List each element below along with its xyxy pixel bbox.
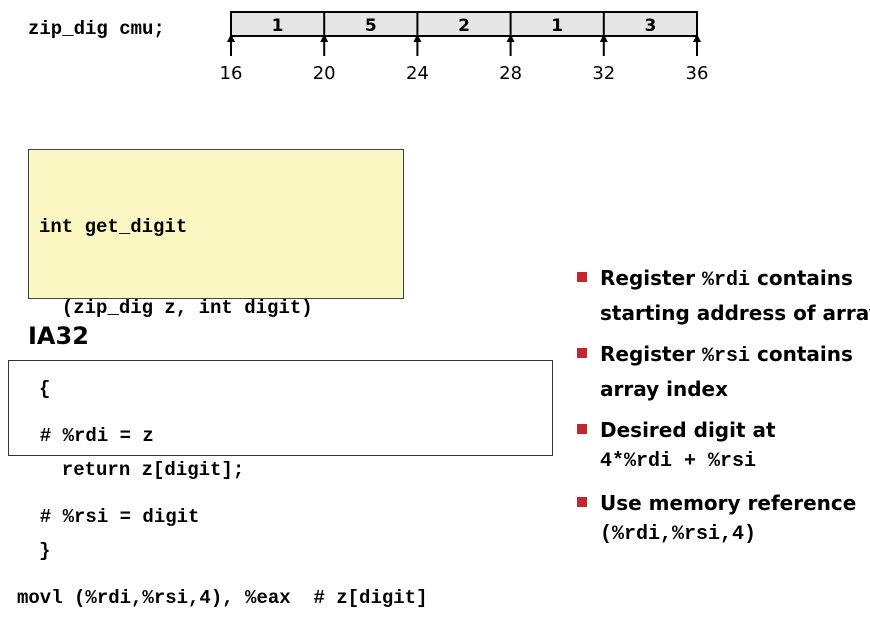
asm-line: movl (%rdi,%rsi,4), %eax # z[digit] — [17, 587, 428, 609]
bullet-list: Register %rdi contains starting address … — [570, 262, 870, 560]
address-label: 24 — [406, 63, 429, 84]
arrow-head-icon — [506, 34, 515, 42]
bullet-item: Register %rdi contains starting address … — [570, 262, 870, 329]
address-label: 32 — [592, 63, 615, 84]
code-line: int get_digit — [39, 216, 188, 238]
bullet-text: contains — [750, 342, 853, 366]
code-line: return z[digit]; — [39, 459, 245, 481]
bullet-text: Register — [600, 342, 702, 366]
bullet-square-icon — [577, 424, 587, 434]
address-label: 36 — [686, 63, 709, 84]
bullet-square-icon — [577, 497, 587, 507]
bullet-code: 4*%rdi + %rsi — [600, 450, 757, 473]
code-line: (zip_dig z, int digit) — [39, 297, 313, 319]
arrow-head-icon — [413, 34, 422, 42]
array-declaration: zip_dig cmu; — [28, 18, 165, 40]
bullet-text: Desired digit at — [600, 418, 776, 442]
c-code-box: int get_digit (zip_dig z, int digit) { r… — [28, 149, 404, 562]
bullet-text: starting address of array — [600, 301, 870, 325]
assembly-code-box: # %rdi = z # %rsi = digit movl (%rdi,%rs… — [8, 360, 553, 609]
bullet-code: %rsi — [702, 345, 751, 368]
arrow-head-icon — [227, 34, 235, 42]
bullet-square-icon — [577, 272, 587, 282]
arrow-head-icon — [599, 34, 608, 42]
asm-line: # %rsi = digit — [17, 506, 200, 528]
address-label: 16 — [220, 63, 243, 84]
bullet-item: Desired digit at 4*%rdi + %rsi — [570, 414, 865, 478]
array-cell-value: 3 — [644, 16, 656, 36]
section-heading: IA32 — [28, 322, 89, 350]
address-label: 28 — [499, 63, 522, 84]
array-cell-value: 1 — [551, 16, 563, 36]
bullet-code: %rdi — [702, 269, 751, 292]
code-line: } — [39, 540, 51, 562]
array-memory-diagram: 1 5 2 1 3 16 20 24 28 32 36 — [220, 11, 709, 84]
array-cell-value: 5 — [365, 16, 377, 36]
bullet-item: Register %rsi contains array index — [570, 338, 865, 405]
bullet-text: Use memory reference — [600, 491, 857, 515]
array-cell-value: 1 — [272, 16, 284, 36]
bullet-text: Register — [600, 266, 702, 290]
bullet-code: (%rdi,%rsi,4) — [600, 523, 757, 546]
arrow-head-icon — [320, 34, 329, 42]
bullet-square-icon — [577, 348, 587, 358]
asm-line: # %rdi = z — [17, 425, 154, 447]
code-line: { — [39, 378, 51, 400]
address-label: 20 — [313, 63, 336, 84]
bullet-item: Use memory reference (%rdi,%rsi,4) — [570, 487, 865, 551]
array-box — [230, 11, 698, 37]
bullet-text: array index — [600, 377, 728, 401]
array-cell-value: 2 — [458, 16, 470, 36]
arrow-head-icon — [693, 34, 701, 42]
bullet-text: contains — [750, 266, 853, 290]
